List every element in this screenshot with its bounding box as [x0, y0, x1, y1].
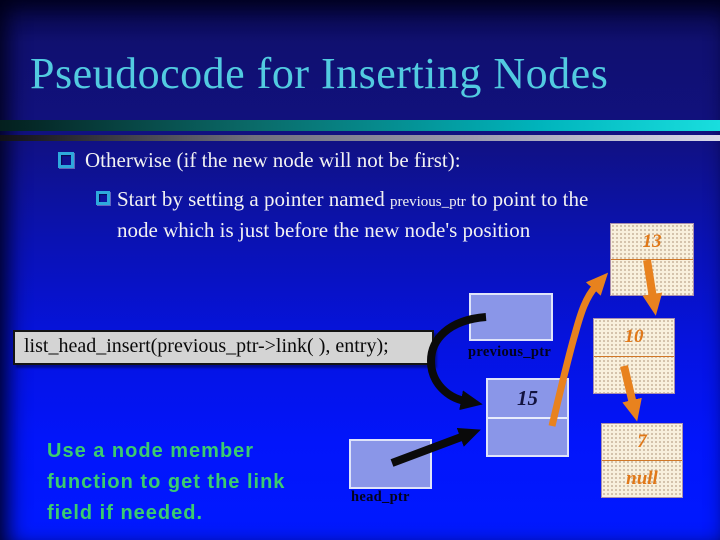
bullet-level2-text: Start by setting a pointer named [117, 187, 390, 211]
node-7-value: 7 [602, 424, 682, 461]
head-ptr-label: head_ptr [351, 489, 410, 505]
node-10: 10 [593, 318, 675, 394]
bullet-level2-line1: Start by setting a pointer named previou… [117, 185, 588, 216]
slide-title: Pseudocode for Inserting Nodes [30, 49, 609, 98]
node-15-value: 15 [488, 380, 567, 419]
head-ptr-box [349, 439, 432, 489]
bullet-square-icon [96, 191, 110, 205]
bullet-level2-identifier: previous_ptr [389, 194, 466, 210]
note-text: Use a node member function to get the li… [47, 436, 285, 529]
divider-bar-teal [0, 120, 720, 131]
node-10-value: 10 [594, 319, 674, 357]
node-7-link: null [626, 468, 658, 489]
previous-ptr-label: previous_ptr [468, 344, 552, 360]
bullet-level1: Otherwise (if the new node will not be f… [85, 148, 461, 172]
previous-ptr-box [469, 293, 553, 341]
bullet-level2: Start by setting a pointer named previou… [117, 185, 588, 244]
note-line: field if needed. [47, 502, 204, 524]
code-box: list_head_insert(previous_ptr->link( ), … [13, 330, 434, 365]
node-7: 7 null [601, 423, 683, 498]
node-15-new: 15 [486, 378, 569, 457]
divider-bar-silver [0, 135, 720, 141]
bullet-level2-text: to point to the [465, 187, 589, 211]
bullet-level2-line2: node which is just before the new node's… [117, 218, 531, 242]
node-15-link [488, 419, 567, 456]
note-line: Use a node member [47, 440, 255, 462]
bullet-square-icon [58, 152, 74, 168]
node-13-value: 13 [611, 224, 693, 260]
node-10-link [594, 357, 674, 394]
node-13: 13 [610, 223, 694, 296]
node-13-link [611, 260, 693, 295]
note-line: function to get the link [47, 471, 286, 493]
